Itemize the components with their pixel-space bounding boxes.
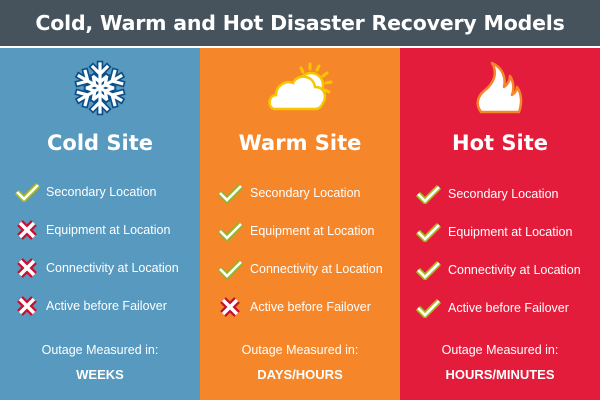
- check-icon: [14, 181, 40, 203]
- feature-item: Equipment at Location: [400, 220, 600, 244]
- snowflake-icon: [0, 60, 200, 116]
- feature-label: Secondary Location: [250, 186, 361, 200]
- outage-label: Outage Measured in:: [241, 343, 359, 357]
- site-title: Cold Site: [47, 131, 153, 155]
- feature-label: Equipment at Location: [448, 225, 573, 239]
- feature-label: Equipment at Location: [46, 223, 171, 237]
- sun-cloud-icon: [200, 60, 400, 116]
- feature-item: Active before Failover: [200, 295, 400, 319]
- cross-icon: [14, 257, 40, 279]
- check-icon: [415, 297, 441, 319]
- flame-icon: [400, 60, 600, 116]
- check-icon: [415, 221, 441, 243]
- feature-item: Secondary Location: [200, 181, 400, 205]
- feature-label: Active before Failover: [448, 301, 569, 315]
- outage-label: Outage Measured in:: [41, 343, 159, 357]
- feature-label: Connectivity at Location: [448, 263, 581, 277]
- feature-label: Connectivity at Location: [250, 262, 383, 276]
- feature-label: Active before Failover: [46, 299, 167, 313]
- hot-site-column: Hot Site Secondary Location Equipment at…: [400, 48, 600, 400]
- feature-item: Secondary Location: [400, 182, 600, 206]
- feature-item: Connectivity at Location: [400, 258, 600, 282]
- check-icon: [415, 259, 441, 281]
- warm-site-column: Warm Site Secondary Location Equipment a…: [200, 48, 400, 400]
- feature-item: Equipment at Location: [200, 219, 400, 243]
- cross-icon: [14, 295, 40, 317]
- page-title: Cold, Warm and Hot Disaster Recovery Mod…: [0, 0, 600, 46]
- outage-label: Outage Measured in:: [441, 343, 559, 357]
- outage-value: DAYS/HOURS: [257, 367, 343, 382]
- feature-label: Connectivity at Location: [46, 261, 179, 275]
- feature-label: Secondary Location: [46, 185, 157, 199]
- check-icon: [217, 182, 243, 204]
- feature-item: Secondary Location: [0, 180, 200, 204]
- outage-value: HOURS/MINUTES: [445, 367, 555, 382]
- check-icon: [415, 183, 441, 205]
- cold-site-column: Cold Site Secondary Location Equipment a…: [0, 48, 200, 400]
- models-columns: Cold Site Secondary Location Equipment a…: [0, 48, 600, 400]
- outage-value: WEEKS: [76, 367, 124, 382]
- cross-icon: [14, 219, 40, 241]
- feature-item: Connectivity at Location: [200, 257, 400, 281]
- cross-icon: [217, 296, 243, 318]
- site-title: Hot Site: [452, 131, 548, 155]
- feature-label: Equipment at Location: [250, 224, 375, 238]
- feature-item: Active before Failover: [0, 294, 200, 318]
- check-icon: [217, 258, 243, 280]
- site-title: Warm Site: [238, 131, 362, 155]
- feature-item: Active before Failover: [400, 296, 600, 320]
- feature-label: Active before Failover: [250, 300, 371, 314]
- check-icon: [217, 220, 243, 242]
- feature-item: Equipment at Location: [0, 218, 200, 242]
- feature-label: Secondary Location: [448, 187, 559, 201]
- feature-item: Connectivity at Location: [0, 256, 200, 280]
